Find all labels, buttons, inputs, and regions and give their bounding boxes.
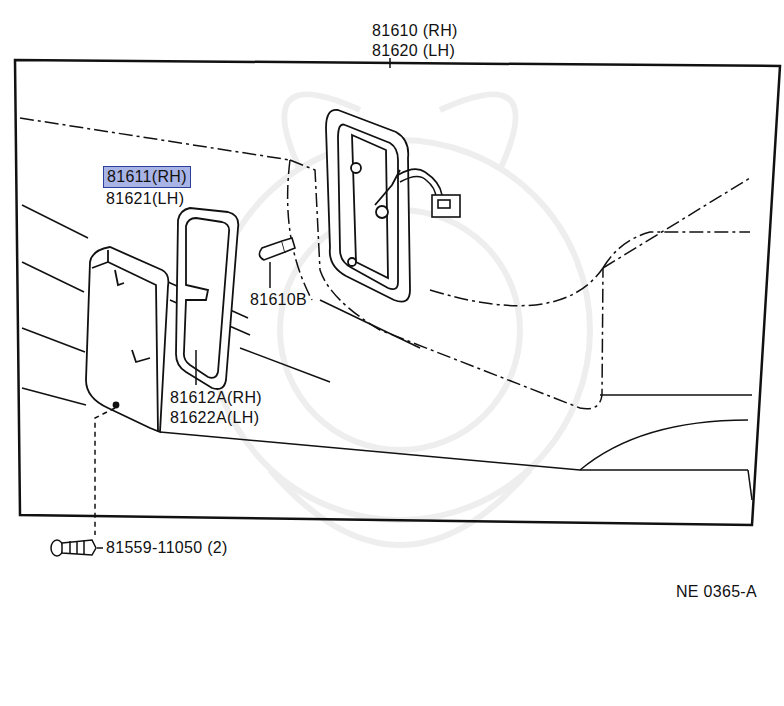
drawing-code: NE 0365-A (676, 583, 757, 601)
frame (15, 60, 780, 525)
callout-number: 81622A(LH) (170, 409, 259, 427)
callout-number: 81620 (LH) (372, 42, 455, 60)
screw-axis (95, 408, 115, 535)
gasket (176, 208, 238, 389)
leader-line (389, 58, 391, 68)
screw (51, 540, 96, 556)
wire-connector (398, 169, 460, 217)
highlight-box: 81611(RH) (103, 166, 191, 188)
callout-number: 81611(RH) (107, 168, 187, 186)
leader-line (195, 350, 197, 385)
callout-number: 81610B (250, 291, 307, 309)
callout-number: 81621(LH) (106, 190, 184, 208)
watermark (210, 94, 590, 545)
callout-number: 81612A(RH) (170, 389, 262, 407)
part-number: 81559-11050 (2) (106, 539, 228, 557)
leader-line (269, 262, 271, 288)
callout-number: 81610 (RH) (372, 22, 458, 40)
bulb (259, 238, 295, 260)
lamp-housing (326, 110, 410, 302)
leader-line (97, 547, 103, 549)
lamp-lens (86, 247, 168, 432)
